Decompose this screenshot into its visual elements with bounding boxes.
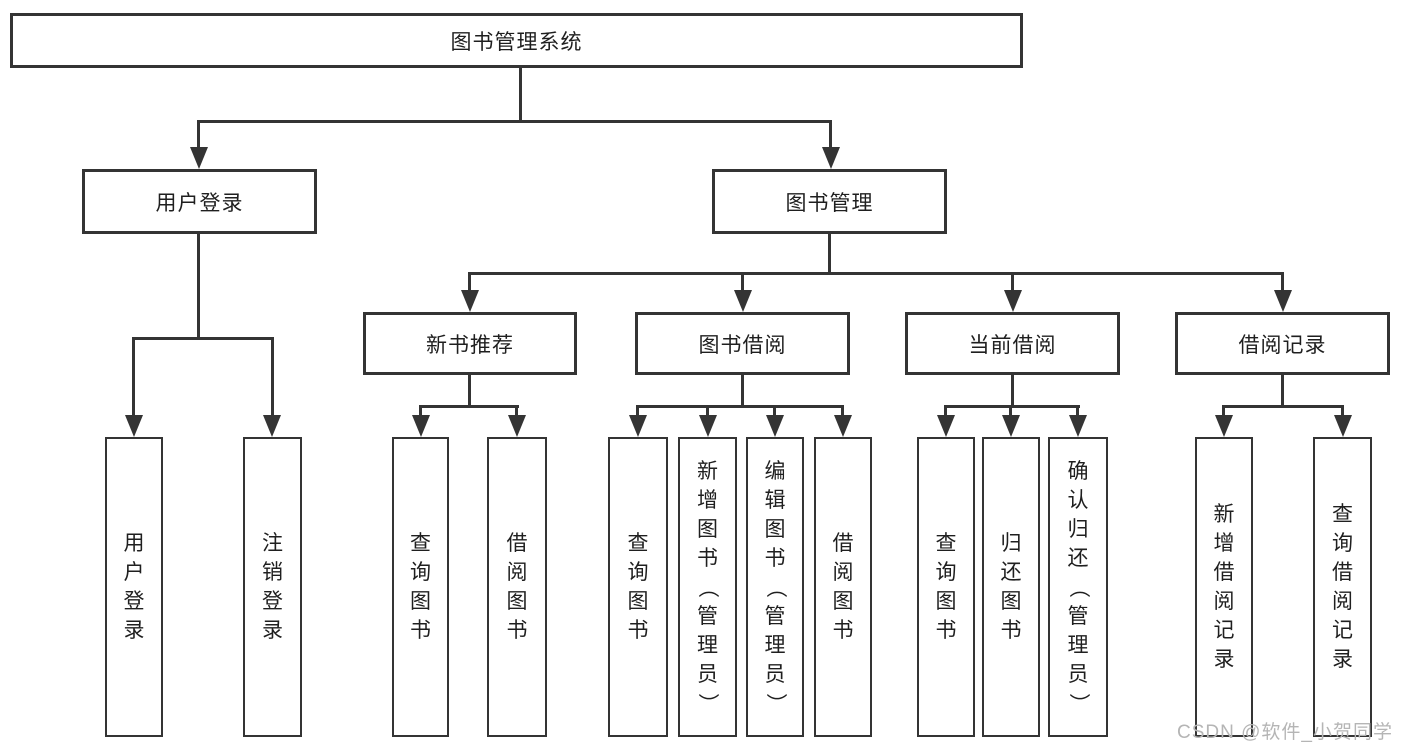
node-library-system: 图书管理系统 [10,13,1023,68]
connector-line [419,405,519,408]
connector-line [1009,405,1012,417]
connector-line [1011,272,1014,290]
connector-line [468,375,471,405]
connector-line [197,120,200,148]
connector-line [1222,405,1343,408]
connector-line [468,272,471,290]
leaf-add-books-admin: 新增图书（管理员） [678,437,737,737]
leaf-query-books-borrow: 查询图书 [608,437,668,737]
connector-line [468,272,1284,275]
node-new-book-recommend: 新书推荐 [363,312,577,375]
connector-line [944,405,1080,408]
connector-line [271,337,274,417]
arrow-down-icon [190,147,208,169]
arrow-down-icon [1215,415,1233,437]
node-current-borrow-label: 当前借阅 [968,333,1057,357]
node-user-login: 用户登录 [82,169,317,234]
arrow-down-icon [1334,415,1352,437]
connector-line [841,405,844,417]
node-user-login-label: 用户登录 [155,191,244,215]
node-new-book-recommend-label: 新书推荐 [426,333,514,357]
connector-line [132,337,274,340]
arrow-down-icon [937,415,955,437]
connector-line [1222,405,1225,417]
connector-line [1341,405,1344,417]
node-current-borrow: 当前借阅 [905,312,1120,375]
arrow-down-icon [1002,415,1020,437]
arrow-down-icon [412,415,430,437]
connector-line [1076,405,1079,417]
arrow-down-icon [125,415,143,437]
connector-line [197,120,832,123]
connector-line [773,405,776,417]
node-borrow-records-label: 借阅记录 [1238,333,1327,357]
leaf-add-borrow-record: 新增借阅记录 [1195,437,1253,737]
arrow-down-icon [734,290,752,312]
leaf-return-books: 归还图书 [982,437,1040,737]
arrow-down-icon [1274,290,1292,312]
connector-line [197,234,200,337]
connector-line [706,405,709,417]
arrow-down-icon [508,415,526,437]
connector-line [944,405,947,417]
connector-line [519,68,522,120]
node-book-borrow: 图书借阅 [635,312,850,375]
arrow-down-icon [263,415,281,437]
arrow-down-icon [629,415,647,437]
leaf-query-books-recommend: 查询图书 [392,437,449,737]
leaf-confirm-return-admin: 确认归还（管理员） [1048,437,1108,737]
arrow-down-icon [1004,290,1022,312]
connector-line [1281,375,1284,405]
connector-line [741,272,744,290]
connector-line [515,405,518,417]
connector-line [636,405,844,408]
csdn-watermark: CSDN @软件_小贺同学 [1177,722,1393,743]
leaf-logout: 注销登录 [243,437,302,737]
leaf-query-borrow-record: 查询借阅记录 [1313,437,1372,737]
arrow-down-icon [461,290,479,312]
connector-line [1011,375,1014,405]
connector-line [1281,272,1284,290]
node-book-borrow-label: 图书借阅 [698,333,787,357]
node-borrow-records: 借阅记录 [1175,312,1390,375]
arrow-down-icon [834,415,852,437]
node-book-management: 图书管理 [712,169,947,234]
connector-line [132,337,135,417]
arrow-down-icon [699,415,717,437]
connector-line [829,120,832,148]
arrow-down-icon [766,415,784,437]
connector-line [419,405,422,417]
leaf-query-books-current: 查询图书 [917,437,975,737]
leaf-user-login: 用户登录 [105,437,163,737]
connector-line [636,405,639,417]
leaf-borrow-books-recommend: 借阅图书 [487,437,547,737]
arrow-down-icon [1069,415,1087,437]
connector-line [828,234,831,272]
leaf-edit-books-admin: 编辑图书（管理员） [746,437,804,737]
node-book-management-label: 图书管理 [785,191,874,215]
connector-line [741,375,744,405]
leaf-borrow-books: 借阅图书 [814,437,872,737]
arrow-down-icon [822,147,840,169]
node-library-system-label: 图书管理系统 [450,30,583,54]
